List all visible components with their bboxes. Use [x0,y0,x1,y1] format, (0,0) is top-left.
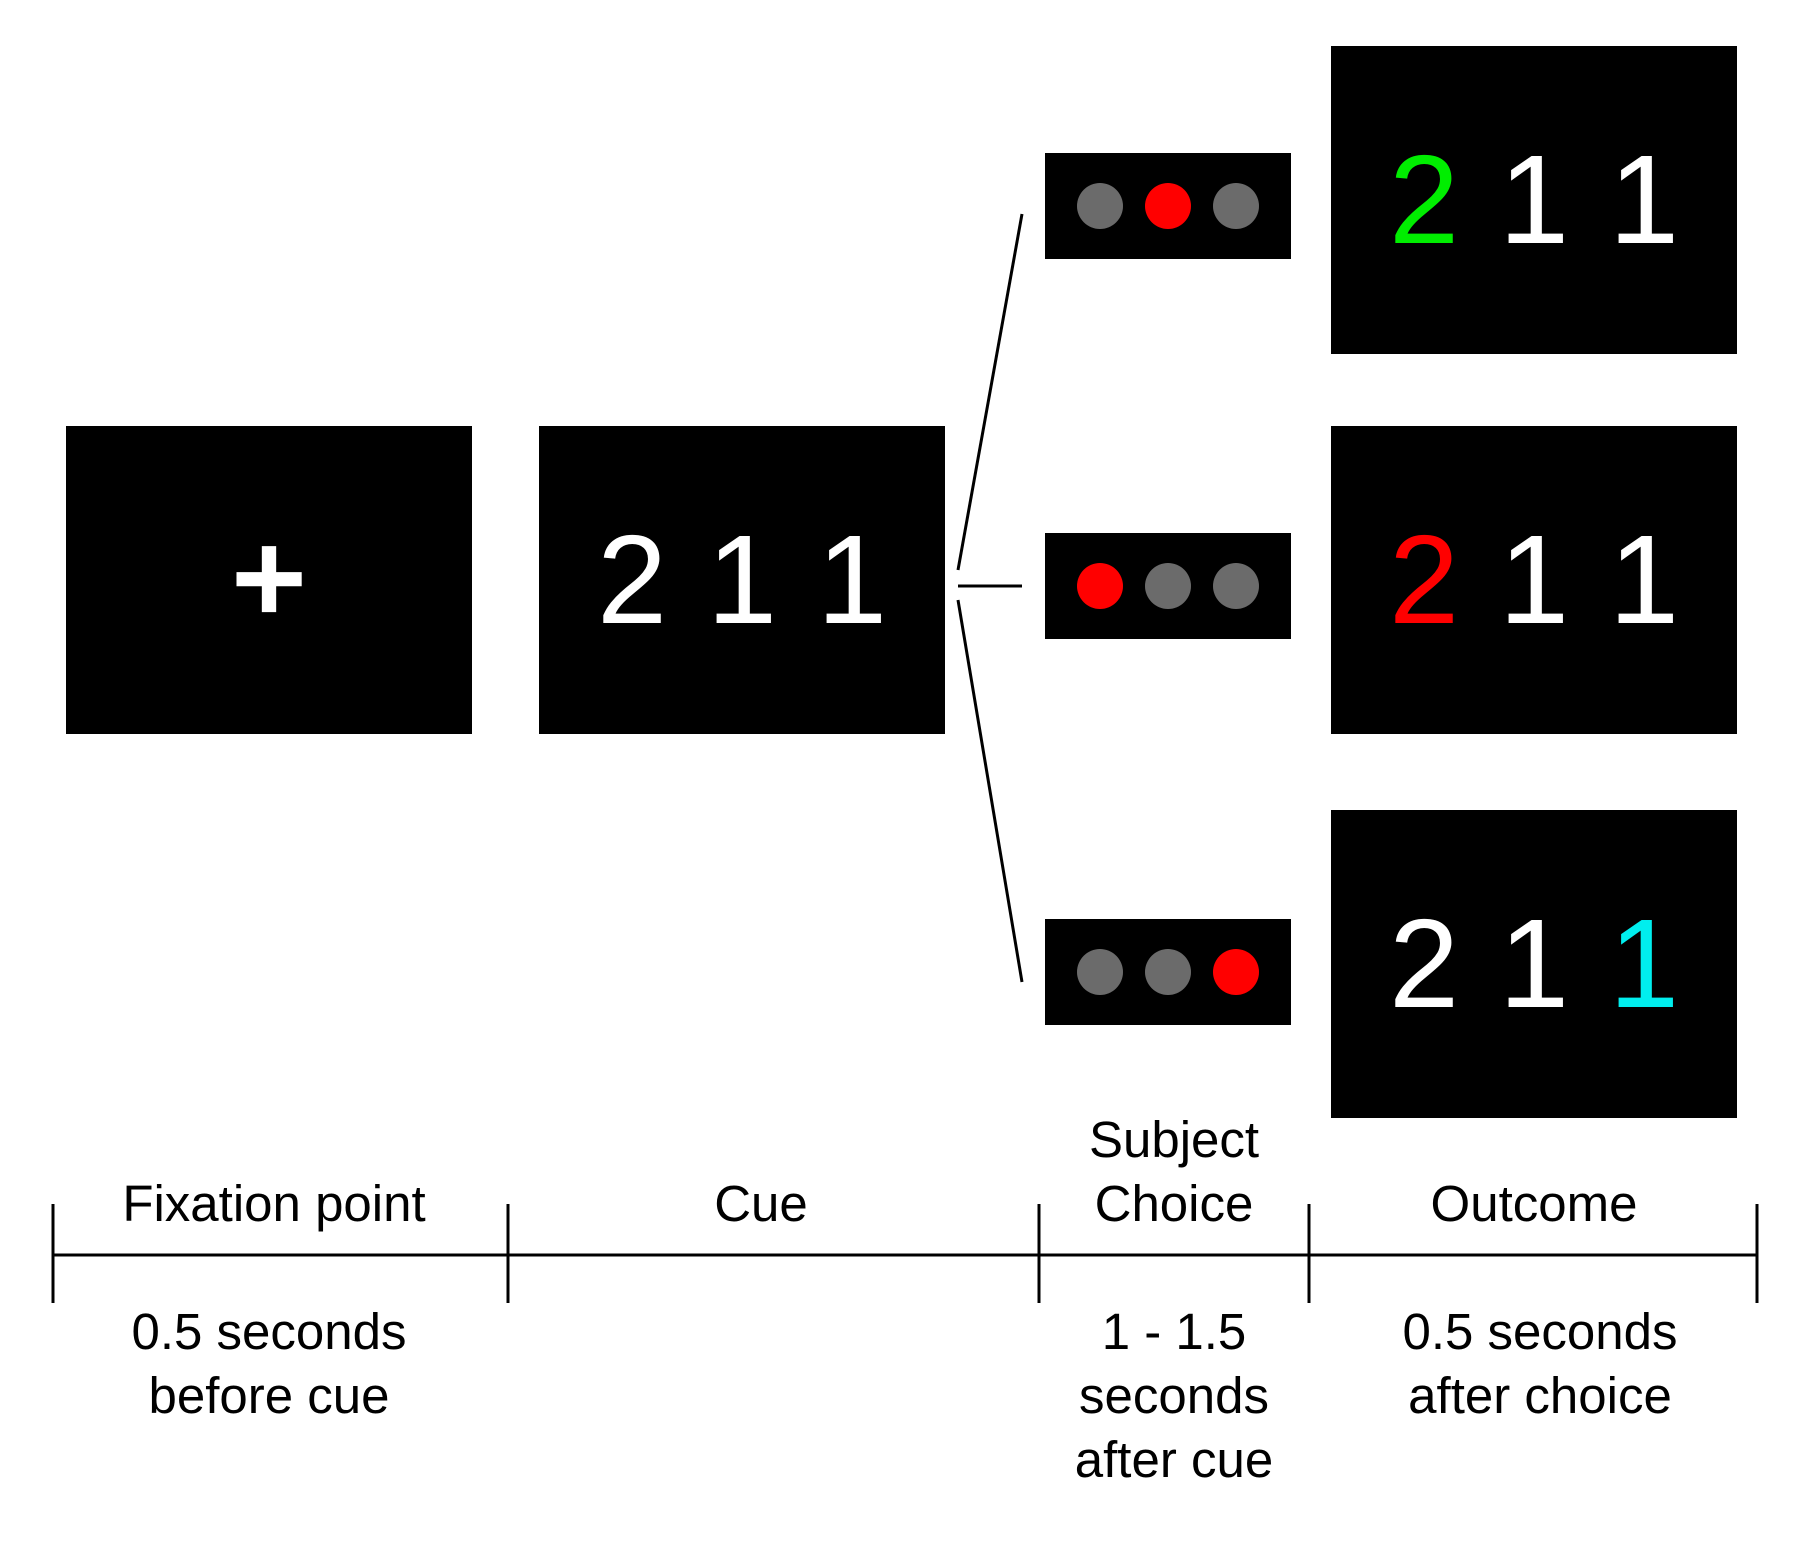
duration-choice: 1 - 1.5 seconds after cue [1075,1300,1273,1492]
stage-label-fixation: Fixation point [122,1175,426,1232]
stage-label-cue: Cue [714,1175,808,1232]
choice-screen-right-selected [1045,919,1291,1025]
cue-digit: 1 [706,509,778,650]
duration-choice-line3: after cue [1074,1431,1274,1488]
duration-fixation-line2: before cue [148,1367,390,1424]
choice-dot-right [1213,949,1259,995]
outcome-digit: 2 [1388,509,1460,650]
choice-dot-right [1213,183,1259,229]
choice-screen-left-selected [1045,533,1291,639]
fixation-screen: + [66,426,472,734]
choice-dot-middle [1145,949,1191,995]
choice-dot-middle [1145,183,1191,229]
choice-dot-left [1077,949,1123,995]
duration-outcome: 0.5 seconds after choice [1402,1300,1677,1428]
stage-label-choice-line1: Subject [1088,1111,1260,1168]
connector-down [956,599,1024,983]
duration-outcome-line2: after choice [1408,1367,1672,1424]
duration-fixation-line1: 0.5 seconds [131,1303,407,1360]
outcome-digit: 1 [1608,129,1680,270]
outcome-digit: 1 [1608,893,1680,1034]
duration-choice-line2: seconds [1079,1367,1269,1424]
outcome-digit: 1 [1498,509,1570,650]
outcome-digit: 1 [1498,129,1570,270]
choice-dot-right [1213,563,1259,609]
connector-up [956,213,1024,571]
choice-dot-left [1077,183,1123,229]
choice-dots [1077,949,1259,995]
duration-fixation: 0.5 seconds before cue [131,1300,406,1428]
outcome-digit: 2 [1388,893,1460,1034]
choice-screen-middle-selected [1045,153,1291,259]
choice-dot-left [1077,563,1123,609]
duration-outcome-line1: 0.5 seconds [1402,1303,1678,1360]
choice-dot-middle [1145,563,1191,609]
outcome-digit: 1 [1498,893,1570,1034]
stage-label-choice: Subject Choice [1089,1108,1259,1236]
choice-dots [1077,183,1259,229]
fixation-cross: + [231,504,307,651]
stage-label-outcome: Outcome [1430,1175,1638,1232]
stage-label-choice-line2: Choice [1094,1175,1254,1232]
outcome-digit: 2 [1388,129,1460,270]
cue-digit: 1 [816,509,888,650]
cue-digit: 2 [596,509,668,650]
duration-choice-line1: 1 - 1.5 [1101,1303,1247,1360]
outcome-digit: 1 [1608,509,1680,650]
choice-dots [1077,563,1259,609]
